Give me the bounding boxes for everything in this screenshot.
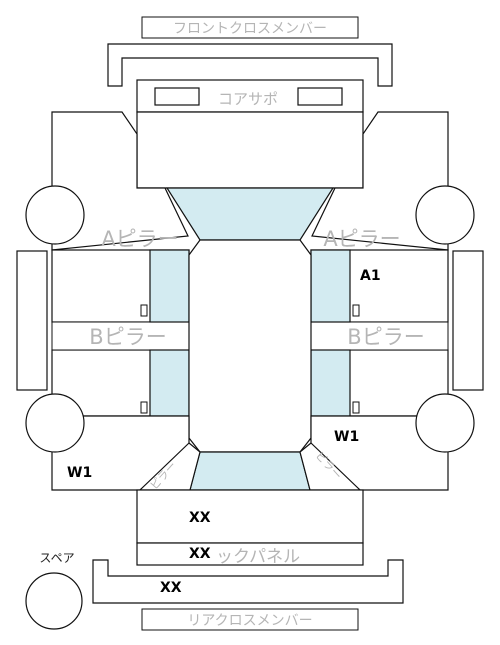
- left-rear-wheel[interactable]: [25, 393, 85, 453]
- windshield[interactable]: [165, 187, 335, 241]
- damage-mark-w1-right: W1: [334, 429, 359, 445]
- right-rear-window[interactable]: [310, 349, 351, 417]
- back-panel-label: ックパネル: [216, 547, 300, 567]
- left-side-mirror[interactable]: [16, 250, 48, 391]
- left-rear-window[interactable]: [149, 349, 190, 417]
- right-front-door-handle: [352, 304, 360, 317]
- rear-cross-member-label: リアクロスメンバー: [187, 613, 312, 629]
- headlight-left[interactable]: [154, 87, 200, 106]
- b-pillar-left-label: Bピラー: [89, 325, 166, 349]
- damage-mark-a1: A1: [360, 268, 381, 284]
- left-rear-door-handle: [140, 401, 148, 414]
- right-rear-door-handle: [352, 401, 360, 414]
- right-b-pillar[interactable]: [310, 321, 449, 351]
- front-bumper[interactable]: [107, 43, 393, 87]
- left-front-wheel[interactable]: [25, 185, 85, 245]
- damage-mark-xx-trunk: XX: [189, 510, 211, 526]
- a-pillar-right-label: Aピラー: [323, 227, 400, 251]
- hood[interactable]: [136, 111, 364, 189]
- spare-tire-label: スペア: [39, 551, 74, 565]
- headlight-right[interactable]: [297, 87, 343, 106]
- trunk-lid[interactable]: [136, 489, 364, 544]
- b-pillar-right-label: Bピラー: [347, 325, 424, 349]
- right-front-fender[interactable]: [311, 111, 449, 251]
- damage-mark-xx-back-panel: XX: [189, 546, 211, 562]
- back-panel[interactable]: [136, 542, 364, 566]
- right-rear-wheel[interactable]: [415, 393, 475, 453]
- rear-cross-member[interactable]: リアクロスメンバー: [141, 608, 359, 631]
- core-support-label: コアサポ: [218, 90, 278, 108]
- left-front-window[interactable]: [149, 249, 190, 323]
- front-cross-member-label: フロントクロスメンバー: [173, 21, 327, 37]
- right-front-wheel[interactable]: [415, 185, 475, 245]
- front-cross-member[interactable]: フロントクロスメンバー: [141, 16, 359, 39]
- spare-tire[interactable]: [25, 572, 83, 630]
- a-pillar-left-label: Aピラー: [101, 227, 178, 251]
- roof[interactable]: [188, 239, 312, 453]
- left-front-fender[interactable]: [51, 111, 189, 251]
- right-front-window[interactable]: [310, 249, 351, 323]
- damage-mark-xx-rear-member: XX: [160, 580, 182, 596]
- rear-bumper[interactable]: [92, 559, 404, 604]
- right-side-mirror[interactable]: [452, 250, 484, 391]
- damage-mark-w1-left: W1: [67, 465, 92, 481]
- left-b-pillar[interactable]: [51, 321, 190, 351]
- core-support[interactable]: コアサポ: [136, 79, 364, 113]
- left-front-door-handle: [140, 304, 148, 317]
- rear-window[interactable]: [189, 451, 311, 491]
